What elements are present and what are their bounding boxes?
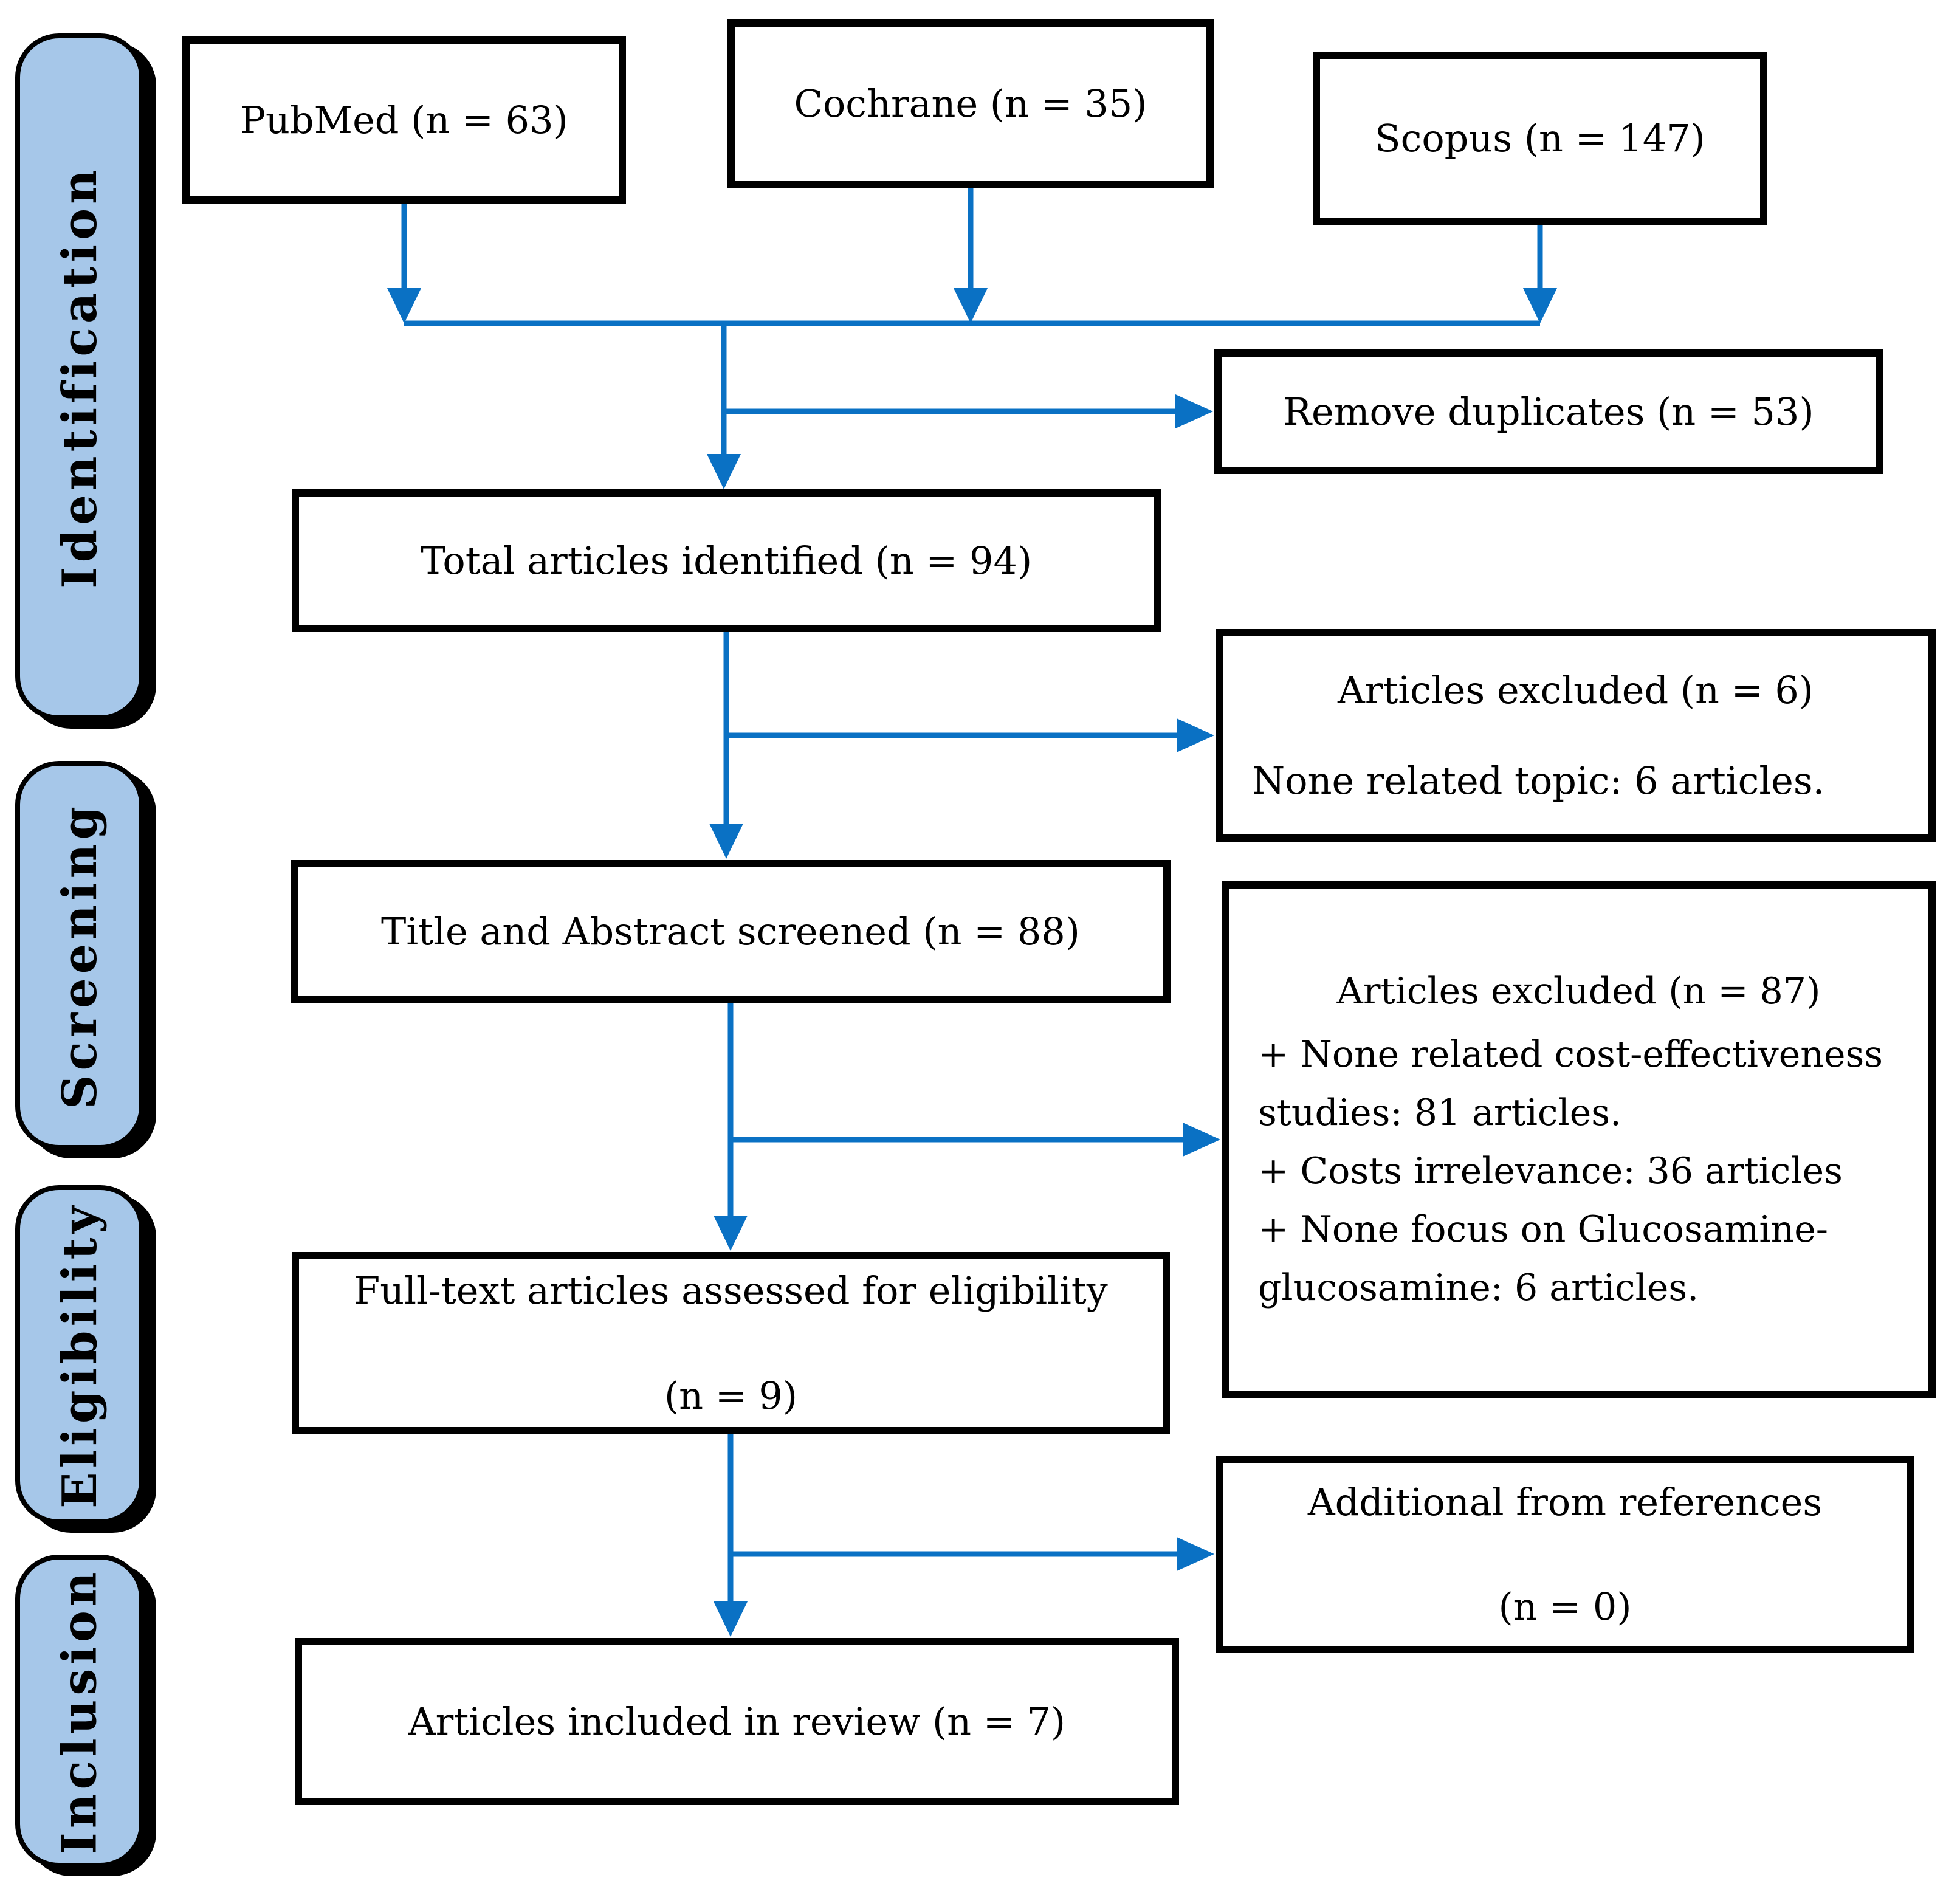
box-included-label: Articles included in review (n = 7): [408, 1699, 1066, 1744]
screening-to-eligibility-arrow: [714, 1003, 1220, 1251]
box-remove-duplicates-label: Remove duplicates (n = 53): [1283, 389, 1814, 434]
box-title-abstract-label: Title and Abstract screened (n = 88): [381, 909, 1080, 954]
box-scopus-label: Scopus (n = 147): [1375, 115, 1705, 160]
box-additional-references: Additional from references (n = 0): [1216, 1456, 1914, 1653]
box-pubmed: PubMed (n = 63): [182, 36, 626, 204]
box-total-identified: Total articles identified (n = 94): [292, 489, 1161, 632]
eligibility-to-inclusion-arrow: [714, 1434, 1214, 1637]
fulltext-assessed-line1: Full-text articles assessed for eligibil…: [354, 1268, 1108, 1313]
stage-label-text: Inclusion: [52, 1567, 108, 1855]
stage-label-screening: Screening: [15, 761, 144, 1150]
stage-label-text: Identification: [52, 165, 108, 589]
additional-references-line1: Additional from references: [1307, 1479, 1823, 1524]
total-to-screening-arrow: [709, 632, 1214, 859]
box-total-identified-label: Total articles identified (n = 94): [420, 538, 1033, 583]
box-included-in-review: Articles included in review (n = 7): [295, 1638, 1179, 1805]
box-fulltext-assessed: Full-text articles assessed for eligibil…: [292, 1252, 1170, 1434]
stage-label-text: Screening: [52, 802, 108, 1109]
excluded-fulltext-title: Articles excluded (n = 87): [1336, 970, 1821, 1013]
box-pubmed-label: PubMed (n = 63): [240, 97, 568, 142]
additional-references-line2: (n = 0): [1498, 1584, 1632, 1629]
excluded-screening-title: Articles excluded (n = 6): [1338, 667, 1814, 712]
stage-label-inclusion: Inclusion: [15, 1555, 144, 1868]
stage-label-eligibility: Eligibility: [15, 1185, 144, 1524]
fulltext-assessed-line2: (n = 9): [664, 1373, 798, 1418]
box-scopus: Scopus (n = 147): [1313, 52, 1767, 225]
collector-to-total-arrow: [707, 323, 1213, 489]
stage-label-identification: Identification: [15, 33, 144, 720]
box-excluded-screening: Articles excluded (n = 6) None related t…: [1216, 629, 1936, 842]
box-cochrane-label: Cochrane (n = 35): [794, 81, 1147, 126]
box-cochrane: Cochrane (n = 35): [727, 19, 1214, 188]
excluded-fulltext-reason: + Costs irrelevance: 36 articles: [1258, 1150, 1843, 1192]
box-title-abstract-screened: Title and Abstract screened (n = 88): [291, 860, 1171, 1003]
excluded-screening-detail: None related topic: 6 articles.: [1252, 758, 1825, 803]
source-to-collector-arrows: [387, 188, 1557, 326]
excluded-fulltext-reason: + None related cost-effectiveness studie…: [1258, 1033, 1883, 1134]
stage-label-text: Eligibility: [52, 1201, 108, 1508]
box-remove-duplicates: Remove duplicates (n = 53): [1214, 349, 1883, 474]
box-excluded-fulltext: Articles excluded (n = 87) + None relate…: [1222, 881, 1936, 1398]
excluded-fulltext-reason: + None focus on Glucosamine-glucosamine:…: [1258, 1208, 1829, 1309]
